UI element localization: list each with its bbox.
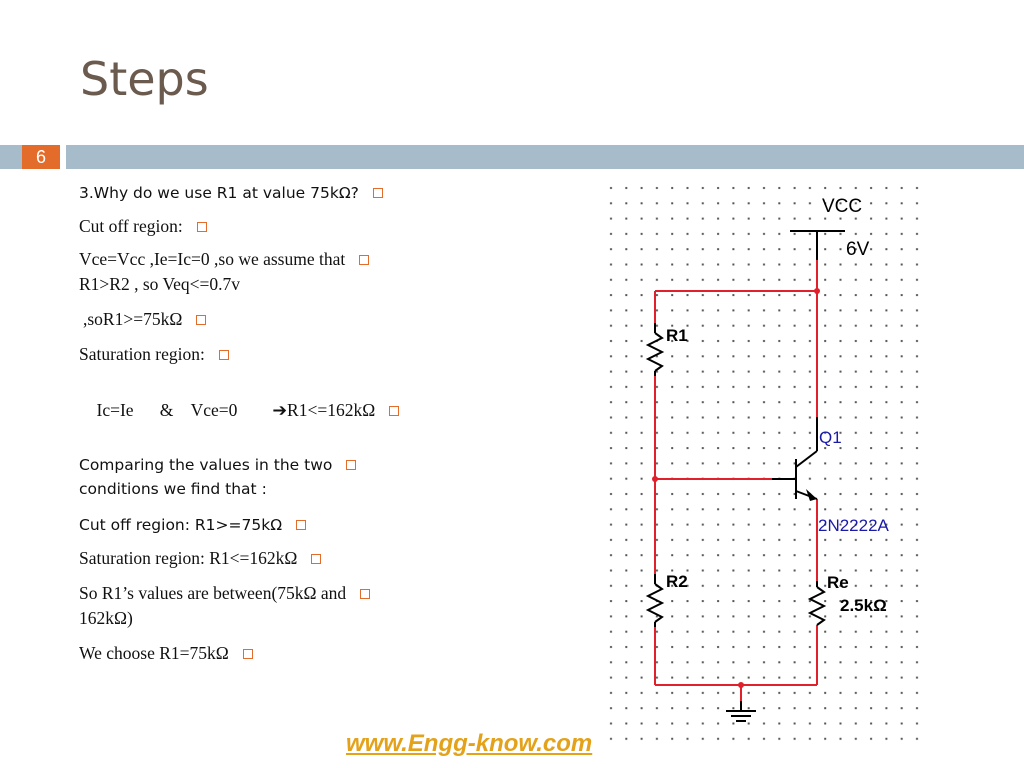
junction-dot (738, 682, 744, 688)
bullet-text: We choose R1=75kΩ (79, 643, 229, 663)
circuit-diagram: VCC 6V (600, 183, 925, 745)
bullet-square-icon (372, 187, 383, 198)
bullet-text: Cut off region: R1>=75kΩ (79, 516, 283, 534)
header-bar-right (66, 145, 1024, 169)
bullet-continuation: R1>R2 , so Veq<=0.7v (79, 274, 509, 295)
bullet-text: conditions we find that : (79, 480, 267, 498)
bullet-list: 3.Why do we use R1 at value 75kΩ? Cut of… (79, 184, 509, 664)
bullet-item: We choose R1=75kΩ (79, 643, 509, 664)
bullet-item: So R1’s values are between(75kΩ and (79, 583, 509, 604)
bullet-item: Comparing the values in the two (79, 456, 509, 474)
bullet-item: Cut off region: R1>=75kΩ (79, 516, 509, 534)
bullet-text: R1>R2 , so Veq<=0.7v (79, 274, 241, 294)
bullet-item: 3.Why do we use R1 at value 75kΩ? (79, 184, 509, 202)
bullet-square-icon (196, 221, 207, 232)
bullet-item: Ic=Ie & Vce=0 ➔R1<=162kΩ (79, 379, 509, 442)
bullet-text: Cut off region: (79, 216, 183, 236)
slide-title: Steps (80, 52, 209, 106)
bullet-item: Saturation region: R1<=162kΩ (79, 548, 509, 569)
header-bar: 6 (0, 145, 1024, 169)
re-value: 2.5kΩ (840, 596, 887, 615)
bullet-text: So R1’s values are between(75kΩ and (79, 583, 347, 603)
q1-part-label: 2N2222A (818, 516, 890, 535)
transistor-symbol (772, 417, 818, 500)
bullet-square-icon (218, 349, 229, 360)
bullet-square-icon (296, 519, 307, 530)
bullet-text: Comparing the values in the two (79, 456, 333, 474)
bullet-continuation: conditions we find that : (79, 480, 509, 498)
r2-label: R2 (666, 572, 688, 591)
bullet-square-icon (311, 553, 322, 564)
r1-label: R1 (666, 326, 688, 345)
bullet-square-icon (242, 648, 253, 659)
bullet-text: 162kΩ) (79, 608, 133, 628)
bullet-item: Vce=Vcc ,Ie=Ic=0 ,so we assume that (79, 249, 509, 270)
wires (654, 260, 818, 701)
bullet-text: 3.Why do we use R1 at value 75kΩ? (79, 184, 359, 202)
junction-dot (652, 476, 658, 482)
bullet-square-icon (359, 254, 370, 265)
bullet-text: Ic=Ie & Vce=0 ➔R1<=162kΩ (96, 400, 376, 420)
bullet-text: Saturation region: R1<=162kΩ (79, 548, 298, 568)
slide-number: 6 (22, 145, 60, 169)
bullet-text: Vce=Vcc ,Ie=Ic=0 ,so we assume that (79, 249, 346, 269)
vcc-label: VCC (822, 196, 862, 217)
junction-dot (814, 288, 820, 294)
ground-icon (726, 701, 756, 722)
emitter-arrow (806, 489, 817, 501)
q1-label: Q1 (819, 428, 842, 447)
bullet-square-icon (389, 405, 400, 416)
bullet-text: Saturation region: (79, 344, 205, 364)
vcc-value: 6V (846, 239, 870, 260)
footer-link[interactable]: www.Engg-know.com (346, 730, 593, 757)
bullet-continuation: 162kΩ) (79, 608, 509, 629)
resistors (645, 323, 827, 627)
bullet-item: ,soR1>=75kΩ (79, 309, 509, 330)
bullet-text: ,soR1>=75kΩ (83, 309, 183, 329)
bullet-square-icon (196, 314, 207, 325)
bullet-item: Saturation region: (79, 344, 509, 365)
header-bar-left (0, 145, 22, 169)
re-label: Re (827, 573, 849, 592)
bullet-square-icon (360, 588, 371, 599)
bullet-item: Cut off region: (79, 216, 509, 237)
dot-grid (600, 183, 925, 745)
bullet-square-icon (346, 459, 357, 470)
